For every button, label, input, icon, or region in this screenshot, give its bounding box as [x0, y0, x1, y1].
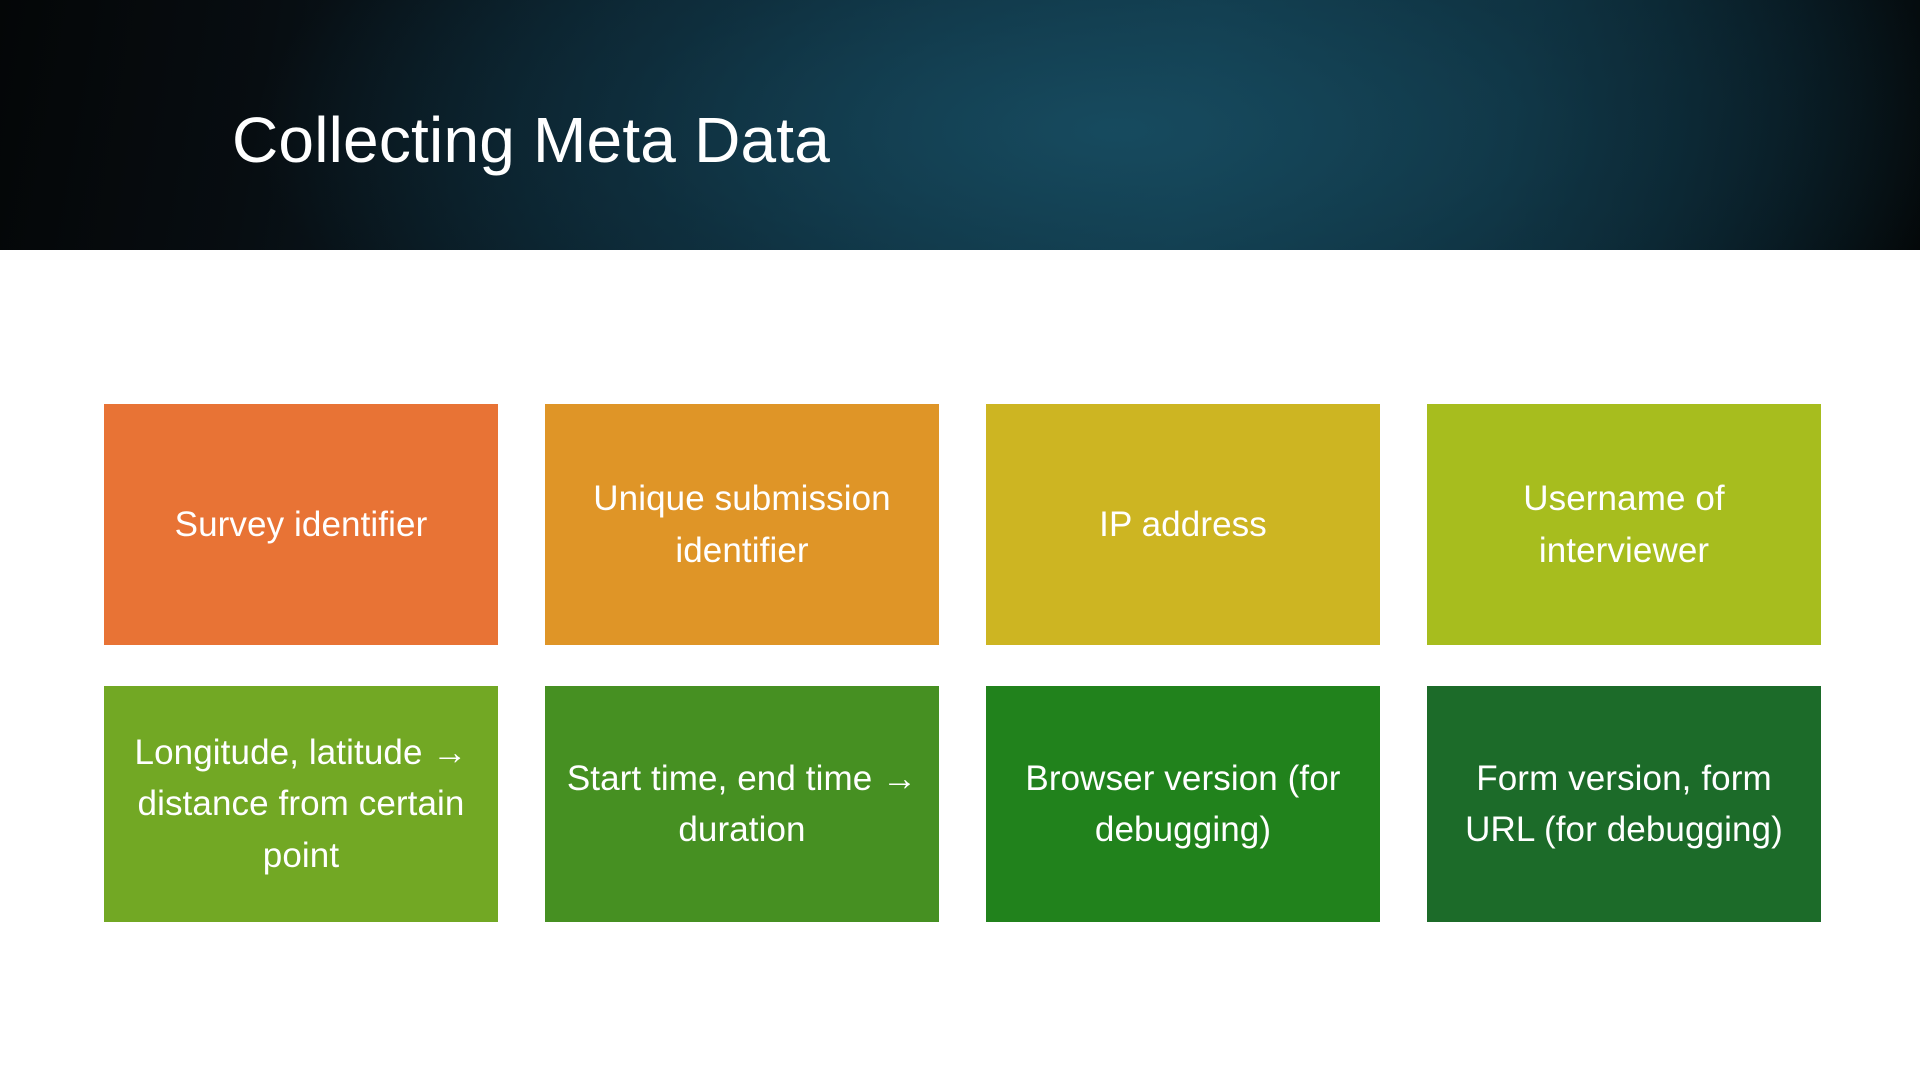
slide-header-band: Collecting Meta Data [0, 0, 1920, 250]
meta-card-longitude-latitude: Longitude, latitude → distance from cert… [104, 686, 498, 922]
meta-card-ip-address: IP address [986, 404, 1380, 645]
meta-card-form-version-url: Form version, form URL (for debugging) [1427, 686, 1821, 922]
meta-card-label: Longitude, latitude → distance from cert… [134, 733, 468, 875]
meta-card-unique-submission-identifier: Unique submission identifier [545, 404, 939, 645]
meta-card-label: Username of interviewer [1523, 479, 1725, 570]
page-title: Collecting Meta Data [232, 103, 831, 176]
meta-data-card-grid: Survey identifier Unique submission iden… [104, 404, 1821, 922]
meta-card-survey-identifier: Survey identifier [104, 404, 498, 645]
meta-card-label: Browser version (for debugging) [1025, 758, 1341, 849]
meta-card-label: Start time, end time → duration [566, 758, 918, 849]
meta-card-label: Form version, form URL (for debugging) [1465, 758, 1783, 849]
meta-card-start-end-time: Start time, end time → duration [545, 686, 939, 922]
meta-card-label: IP address [1099, 504, 1267, 544]
meta-card-label: Survey identifier [174, 504, 428, 544]
meta-card-browser-version: Browser version (for debugging) [986, 686, 1380, 922]
meta-card-username-of-interviewer: Username of interviewer [1427, 404, 1821, 645]
meta-card-label: Unique submission identifier [593, 479, 891, 570]
